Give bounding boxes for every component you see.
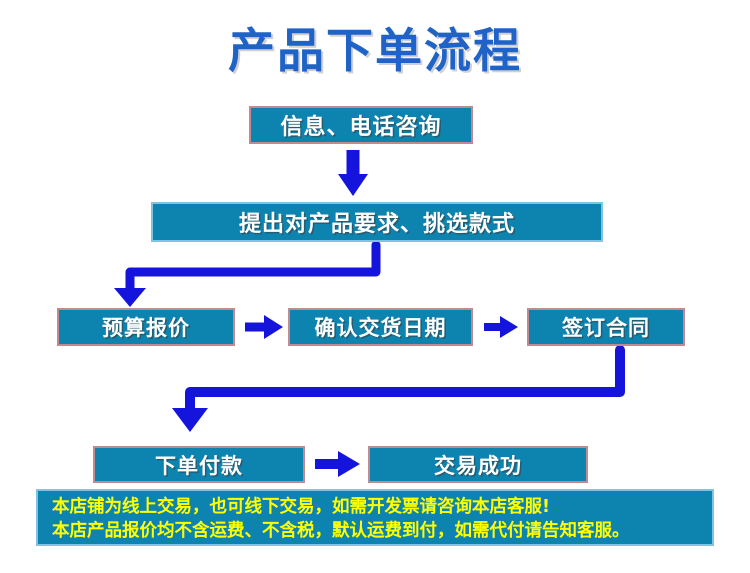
flow-node-quote[interactable]: 预算报价 <box>57 308 235 346</box>
connector-consult-to-request <box>338 150 368 196</box>
notice-line-2: 本店产品报价均不含运费、不含税，默认运费到付，如需代付请告知客服。 <box>52 521 630 541</box>
flow-node-request[interactable]: 提出对产品要求、挑选款式 <box>151 202 603 242</box>
flow-node-payment[interactable]: 下单付款 <box>93 446 305 483</box>
connector-quote-to-delivery <box>245 315 283 339</box>
flow-node-consult[interactable]: 信息、电话咨询 <box>249 106 473 144</box>
notice-banner: 本店铺为线上交易，也可线下交易，如需开发票请咨询本店客服! 本店产品报价均不含运… <box>36 489 714 546</box>
connector-payment-to-success <box>315 451 360 477</box>
connector-request-to-quote <box>114 240 381 307</box>
flow-node-success[interactable]: 交易成功 <box>368 446 588 483</box>
notice-line-1: 本店铺为线上交易，也可线下交易，如需开发票请咨询本店客服! <box>52 497 550 517</box>
connector-delivery-to-contract <box>484 316 518 338</box>
connector-contract-to-payment <box>172 345 625 432</box>
flow-node-contract[interactable]: 签订合同 <box>527 308 685 346</box>
page-title: 产品下单流程 <box>228 24 522 79</box>
flow-node-delivery[interactable]: 确认交货日期 <box>288 308 473 346</box>
